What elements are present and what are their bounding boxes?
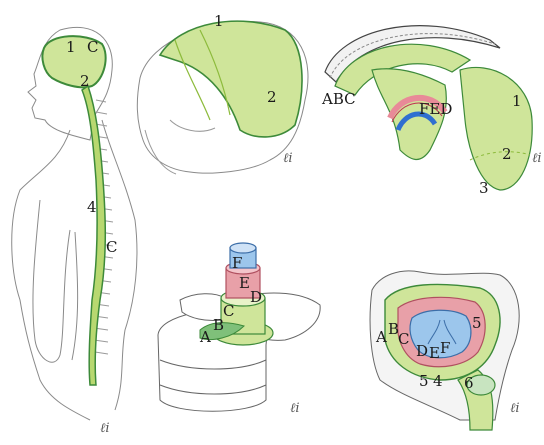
label-1: 1	[214, 14, 224, 29]
dura-flap-right	[460, 67, 532, 190]
back-outline	[102, 120, 137, 410]
label-e: E	[429, 346, 440, 361]
label-b: B	[213, 318, 224, 333]
signature-mark: ℓi	[510, 400, 520, 416]
label-abc: ABC	[322, 92, 356, 107]
label-c: C	[398, 332, 409, 347]
signature-mark: ℓi	[283, 150, 293, 166]
label-f: F	[440, 341, 450, 356]
signature-mark: ℓi	[532, 150, 542, 166]
label-c-lower: C	[106, 240, 117, 255]
label-4: 4	[87, 200, 97, 215]
label-4: 4	[433, 374, 443, 389]
label-c: C	[87, 40, 98, 55]
signature-mark: ℓi	[100, 420, 110, 436]
label-2: 2	[80, 74, 90, 89]
label-d: D	[250, 290, 262, 305]
label-a: A	[200, 330, 211, 345]
arm-outline	[33, 200, 70, 362]
label-f: F	[232, 256, 242, 271]
label-6: 6	[464, 376, 474, 391]
label-5-lower: 5	[419, 374, 429, 389]
label-3: 3	[479, 181, 489, 196]
label-e: E	[239, 276, 250, 291]
label-2: 2	[502, 147, 512, 162]
torso-outline	[12, 130, 90, 420]
label-c: C	[223, 304, 234, 319]
label-1: 1	[66, 40, 76, 55]
label-a: A	[376, 330, 387, 345]
label-d: D	[416, 344, 428, 359]
label-5: 5	[472, 316, 482, 331]
spinal-cord-shape	[82, 86, 105, 385]
label-1: 1	[512, 94, 522, 109]
label-2: 2	[267, 90, 277, 105]
label-fed: FED	[419, 102, 452, 117]
signature-mark: ℓi	[290, 400, 300, 416]
